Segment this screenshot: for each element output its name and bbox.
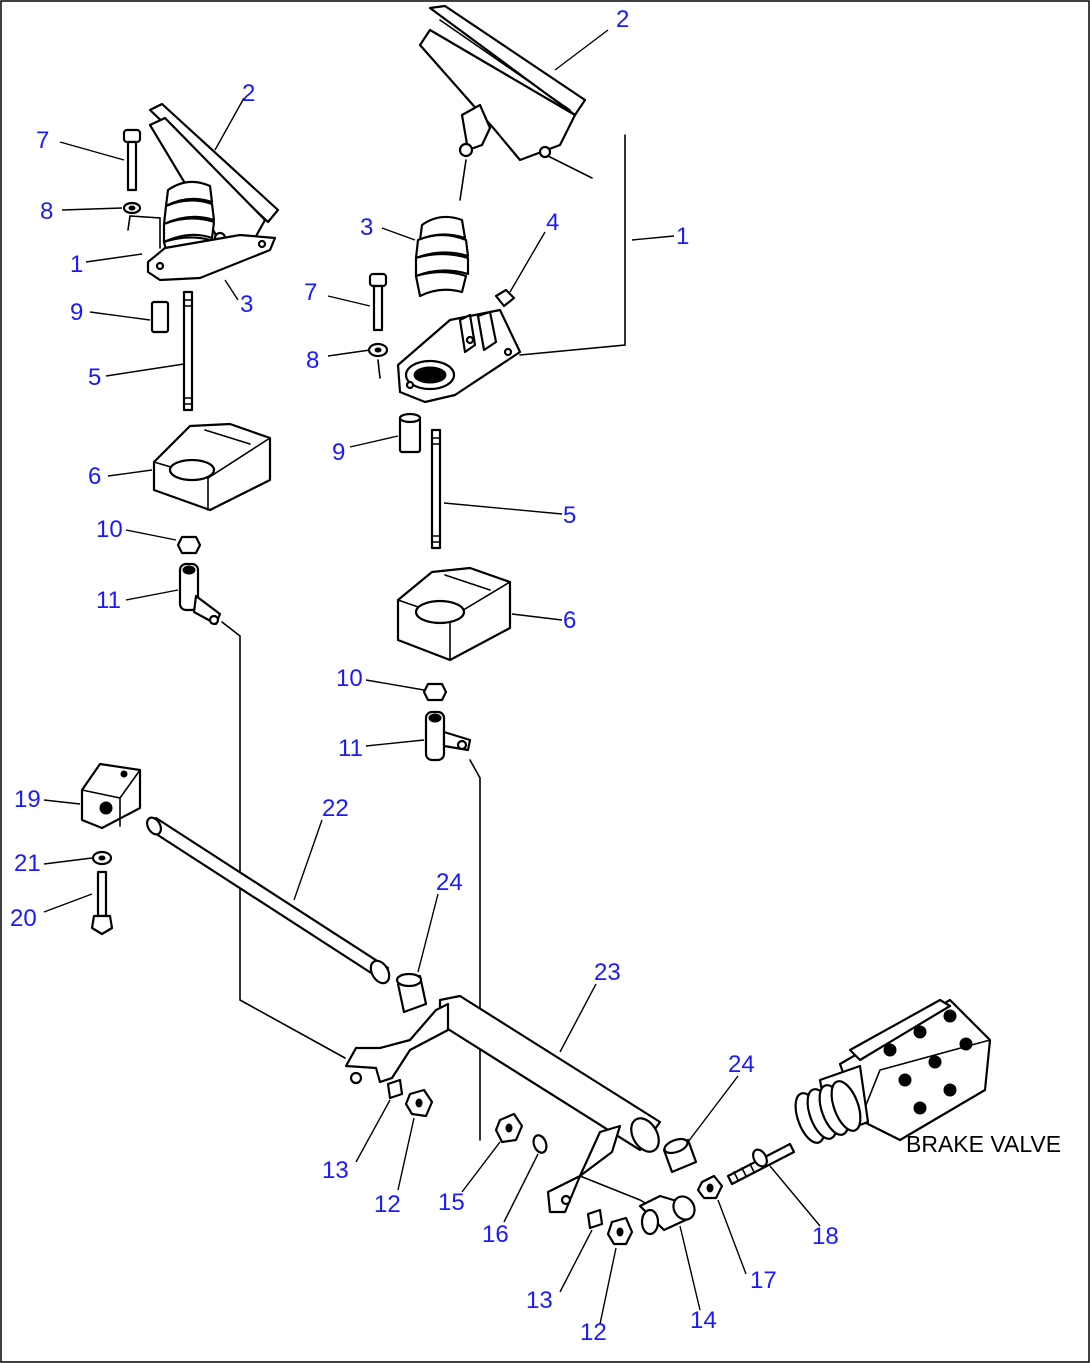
brake-valve <box>794 998 992 1144</box>
nut-12-upper <box>404 1088 434 1118</box>
washer-21 <box>91 850 113 866</box>
right-rod-5 <box>430 428 442 550</box>
callout-5-left: 5 <box>88 364 101 391</box>
callout-8-left: 8 <box>40 198 53 225</box>
callout-3-left: 3 <box>240 291 253 318</box>
left-nut-10 <box>176 535 202 555</box>
callout-15: 15 <box>438 1189 465 1216</box>
bolt-20 <box>90 870 114 936</box>
callout-22: 22 <box>322 795 349 822</box>
callout-1-right: 1 <box>676 223 689 250</box>
callout-18: 18 <box>812 1223 839 1250</box>
shaft-22 <box>146 816 391 985</box>
callout-9-left: 9 <box>70 299 83 326</box>
right-frame <box>396 134 626 404</box>
callout-6-left: 6 <box>88 463 101 490</box>
right-joint-11 <box>424 710 472 762</box>
joint-14 <box>638 1194 696 1236</box>
left-pedal-assembly <box>122 102 346 1059</box>
callout-14: 14 <box>690 1307 717 1334</box>
callout-7-left: 7 <box>36 127 49 154</box>
leader-lines <box>43 29 821 1325</box>
callout-6-right: 6 <box>563 607 576 634</box>
right-cover-6 <box>396 566 512 662</box>
left-brake-rod <box>221 621 346 1059</box>
left-bushing-9 <box>150 300 170 334</box>
callout-4: 4 <box>546 209 559 236</box>
right-boot <box>414 215 470 298</box>
rod-18 <box>726 1142 796 1186</box>
right-pedal-assembly <box>367 4 626 1141</box>
washer-16 <box>532 1134 548 1154</box>
bracket-19 <box>80 762 142 830</box>
callout-2-left: 2 <box>242 80 255 107</box>
nut-12-lower <box>606 1216 634 1246</box>
right-brake-rod <box>469 759 481 1141</box>
left-bolt-7 <box>122 128 142 192</box>
callout-13-upper: 13 <box>322 1157 349 1184</box>
callout-7-right: 7 <box>304 279 317 306</box>
left-cover-6 <box>152 422 272 512</box>
left-frame <box>127 215 277 282</box>
bushing-24-lower <box>662 1137 698 1174</box>
callout-23: 23 <box>594 959 621 986</box>
right-washer-8 <box>367 342 389 379</box>
callout-13-lower: 13 <box>526 1287 553 1314</box>
callout-16: 16 <box>482 1221 509 1248</box>
right-pin <box>494 288 516 308</box>
callout-9-right: 9 <box>332 439 345 466</box>
callout-20: 20 <box>10 905 37 932</box>
bracket-assembly <box>80 762 142 936</box>
nut-15 <box>494 1112 524 1144</box>
brake-valve-caption: BRAKE VALVE <box>906 1131 1061 1157</box>
right-bushing-9 <box>398 412 422 454</box>
callout-10-right: 10 <box>336 665 363 692</box>
callout-17: 17 <box>750 1267 777 1294</box>
lever-23 <box>344 994 662 1214</box>
bushing-24-upper <box>395 972 428 1014</box>
nut-17 <box>696 1174 724 1200</box>
callout-1-left: 1 <box>70 251 83 278</box>
right-nut-10 <box>422 682 448 702</box>
callout-11-right: 11 <box>338 735 363 762</box>
callout-10-left: 10 <box>96 516 123 543</box>
callout-3-right: 3 <box>360 214 373 241</box>
callout-12-upper: 12 <box>374 1191 401 1218</box>
left-washer-8 <box>122 201 142 215</box>
left-joint-11 <box>178 562 222 626</box>
callout-11-left: 11 <box>96 587 121 614</box>
callout-5-right: 5 <box>563 502 576 529</box>
callout-21: 21 <box>14 850 41 877</box>
right-bolt-7 <box>368 272 388 332</box>
callout-24-lower: 24 <box>728 1051 755 1078</box>
right-pedal <box>418 4 593 201</box>
nut-13-upper <box>386 1078 404 1100</box>
callout-8-right: 8 <box>306 347 319 374</box>
callout-2-right: 2 <box>616 6 629 33</box>
callout-24-upper: 24 <box>436 869 463 896</box>
callout-19: 19 <box>14 786 41 813</box>
nut-13-lower <box>586 1208 604 1230</box>
callouts: 2 1 3 4 7 8 9 5 6 10 11 2 7 8 1 3 9 5 6 … <box>10 6 839 1346</box>
callout-12-lower: 12 <box>580 1319 607 1346</box>
left-rod-5 <box>182 290 194 412</box>
